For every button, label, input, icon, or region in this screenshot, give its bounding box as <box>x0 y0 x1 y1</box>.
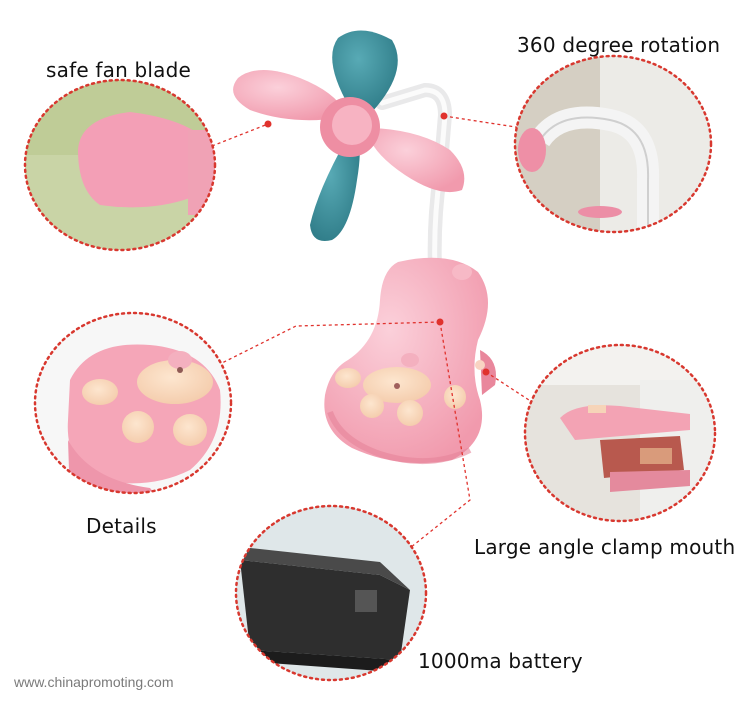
fan-blade-bottom <box>310 138 360 241</box>
label-clamp: Large angle clamp mouth <box>474 535 736 559</box>
detail-circle-details <box>33 311 233 495</box>
detail-circle-rotation <box>513 54 713 234</box>
fan-blade-left <box>233 70 345 121</box>
detail-circle-clamp <box>523 343 717 523</box>
connector-dots <box>264 112 490 376</box>
connector-lines <box>211 115 533 549</box>
watermark-text: www.chinapromoting.com <box>14 674 174 690</box>
fan-blade-right <box>368 128 465 193</box>
label-battery: 1000ma battery <box>418 649 583 673</box>
detail-circle-fan-blade <box>23 78 217 252</box>
label-details: Details <box>86 514 157 538</box>
fan-product <box>233 30 496 465</box>
label-360-rotation: 360 degree rotation <box>517 33 721 57</box>
label-safe-fan-blade: safe fan blade <box>46 58 192 82</box>
detail-circle-battery <box>234 504 428 682</box>
fan-blade-top <box>332 30 398 112</box>
